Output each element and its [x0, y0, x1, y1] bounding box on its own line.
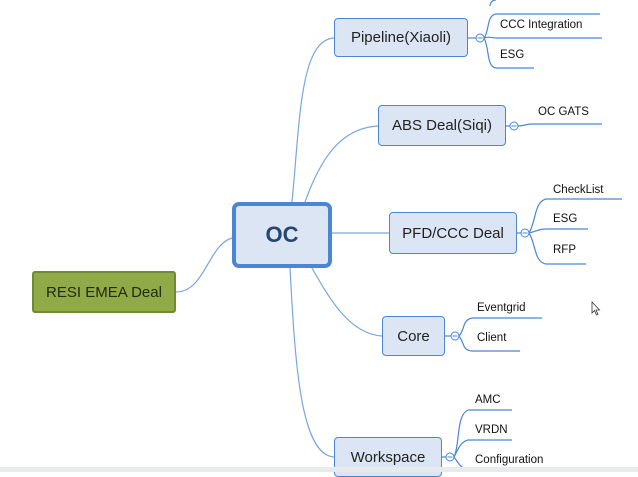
leaf-client[interactable]: Client	[477, 332, 507, 344]
central-node-oc[interactable]: OC	[232, 202, 332, 268]
branch-node-pipeline[interactable]: Pipeline(Xiaoli)	[334, 18, 468, 57]
leaf-eventgrid[interactable]: Eventgrid	[477, 302, 526, 314]
connector-center-core	[311, 267, 383, 337]
root-node-resi-emea-deal[interactable]: RESI EMEA Deal	[32, 271, 176, 313]
branch-node-core[interactable]: Core	[382, 316, 445, 356]
leaf-checklist[interactable]: CheckList	[553, 184, 604, 196]
leaf-amc[interactable]: AMC	[475, 394, 501, 406]
leaf-pfd-esg[interactable]: ESG	[553, 213, 578, 225]
connector-center-workspace	[289, 267, 335, 458]
leaf-vrdn[interactable]: VRDN	[475, 424, 508, 436]
leaf-oc-gats[interactable]: OC GATS	[538, 106, 589, 118]
branch-node-abs-deal[interactable]: ABS Deal(Siqi)	[378, 105, 506, 146]
leaf-rfp[interactable]: RFP	[553, 244, 576, 256]
connector-root-center	[175, 237, 233, 293]
horizontal-scrollbar[interactable]	[0, 467, 638, 472]
mouse-cursor-icon	[591, 300, 601, 316]
connector-center-abs	[304, 125, 379, 203]
leaf-configuration[interactable]: Configuration	[475, 454, 544, 466]
branch-node-pfd-ccc-deal[interactable]: PFD/CCC Deal	[389, 212, 517, 254]
connector-center-pipeline	[291, 37, 335, 203]
leaf-pipeline-esg[interactable]: ESG	[500, 49, 525, 61]
leaf-ccc-integration[interactable]: CCC Integration	[500, 19, 583, 31]
